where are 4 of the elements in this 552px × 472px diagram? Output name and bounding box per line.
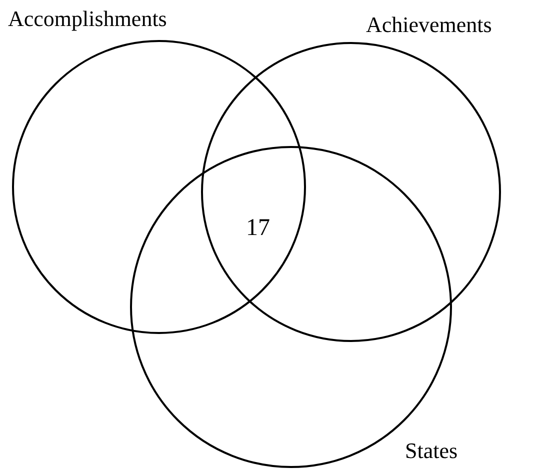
region-count: 17	[246, 216, 270, 240]
set-label: Achievements	[366, 14, 492, 36]
set-label: Accomplishments	[8, 8, 167, 30]
set-label: States	[405, 440, 458, 462]
